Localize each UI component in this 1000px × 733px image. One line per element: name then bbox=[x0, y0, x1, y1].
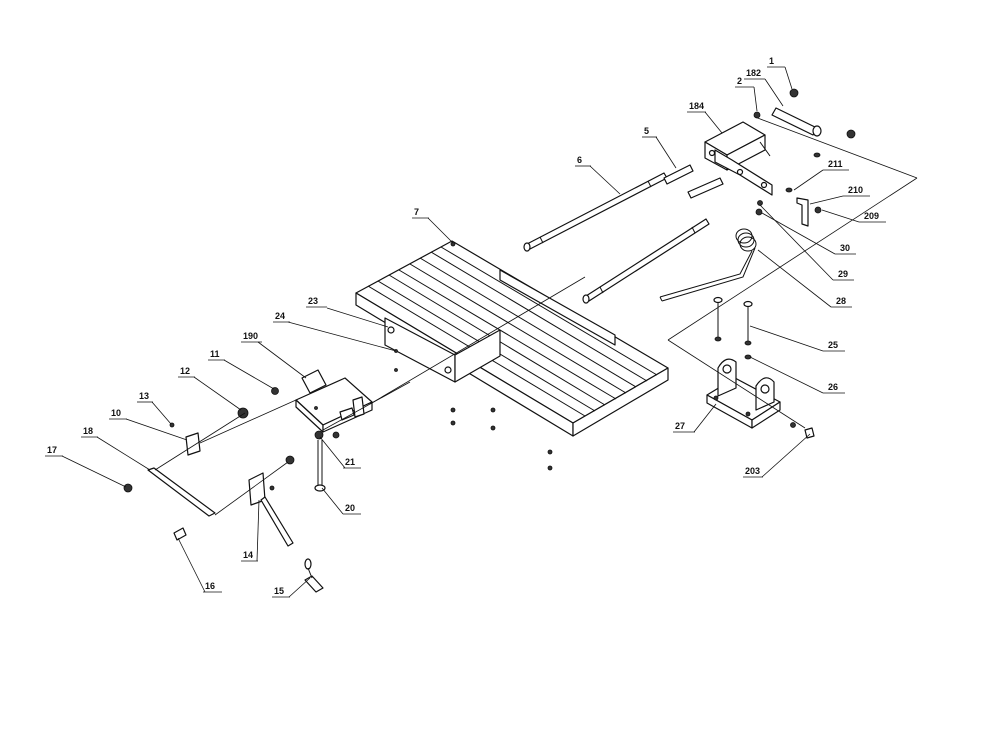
svg-text:10: 10 bbox=[111, 408, 121, 418]
callout-labels: 1 182 2 184 5 6 211 210 209 7 30 29 28 2… bbox=[45, 56, 886, 598]
rear-bracket bbox=[663, 88, 856, 227]
callout-211: 211 bbox=[823, 159, 849, 171]
callout-12: 12 bbox=[178, 366, 195, 378]
callout-18: 18 bbox=[81, 426, 98, 438]
callout-182: 182 bbox=[744, 68, 765, 80]
callout-24: 24 bbox=[273, 311, 290, 323]
callout-21: 21 bbox=[343, 457, 361, 469]
callout-26: 26 bbox=[823, 382, 845, 394]
callout-17: 17 bbox=[45, 445, 63, 457]
svg-text:184: 184 bbox=[689, 101, 704, 111]
small-hardware bbox=[123, 349, 553, 493]
callout-190: 190 bbox=[241, 331, 262, 343]
svg-text:210: 210 bbox=[848, 185, 863, 195]
svg-text:5: 5 bbox=[644, 126, 649, 136]
svg-text:24: 24 bbox=[275, 311, 285, 321]
callout-203: 203 bbox=[743, 466, 763, 478]
leader-lines bbox=[61, 66, 918, 598]
svg-text:13: 13 bbox=[139, 391, 149, 401]
svg-text:182: 182 bbox=[746, 68, 761, 78]
linkage-parts bbox=[147, 432, 324, 593]
callout-29: 29 bbox=[833, 269, 854, 281]
svg-text:17: 17 bbox=[47, 445, 57, 455]
callout-14: 14 bbox=[241, 550, 258, 562]
callout-184: 184 bbox=[687, 101, 706, 113]
svg-text:11: 11 bbox=[210, 349, 220, 359]
svg-text:7: 7 bbox=[414, 207, 419, 217]
svg-text:28: 28 bbox=[836, 296, 846, 306]
svg-text:29: 29 bbox=[838, 269, 848, 279]
callout-1: 1 bbox=[767, 56, 785, 68]
svg-text:21: 21 bbox=[345, 457, 355, 467]
table-assembly bbox=[355, 240, 669, 437]
svg-text:209: 209 bbox=[864, 211, 879, 221]
svg-text:16: 16 bbox=[205, 581, 215, 591]
callout-6: 6 bbox=[575, 155, 591, 167]
fence-bracket bbox=[295, 369, 373, 433]
callout-16: 16 bbox=[203, 581, 222, 593]
svg-text:12: 12 bbox=[180, 366, 190, 376]
callout-20: 20 bbox=[343, 503, 361, 515]
guide-rods bbox=[523, 172, 710, 304]
callout-5: 5 bbox=[642, 126, 657, 138]
callout-10: 10 bbox=[109, 408, 127, 420]
callout-27: 27 bbox=[673, 421, 695, 433]
callout-23: 23 bbox=[306, 296, 327, 308]
svg-text:190: 190 bbox=[243, 331, 258, 341]
svg-text:25: 25 bbox=[828, 340, 838, 350]
svg-text:23: 23 bbox=[308, 296, 318, 306]
callout-210: 210 bbox=[843, 185, 870, 197]
spring bbox=[659, 228, 757, 302]
callout-15: 15 bbox=[272, 586, 290, 598]
svg-text:14: 14 bbox=[243, 550, 253, 560]
svg-text:18: 18 bbox=[83, 426, 93, 436]
svg-text:211: 211 bbox=[828, 159, 843, 169]
svg-text:2: 2 bbox=[737, 76, 742, 86]
callout-13: 13 bbox=[137, 391, 153, 403]
svg-text:15: 15 bbox=[274, 586, 284, 596]
svg-text:27: 27 bbox=[675, 421, 685, 431]
svg-text:20: 20 bbox=[345, 503, 355, 513]
callout-209: 209 bbox=[859, 211, 886, 223]
callout-30: 30 bbox=[835, 243, 856, 255]
svg-text:1: 1 bbox=[769, 56, 774, 66]
svg-text:30: 30 bbox=[840, 243, 850, 253]
callout-11: 11 bbox=[208, 349, 225, 361]
callout-7: 7 bbox=[412, 207, 429, 219]
callout-25: 25 bbox=[823, 340, 845, 352]
base-block bbox=[706, 296, 815, 439]
callout-2: 2 bbox=[735, 76, 754, 88]
svg-text:203: 203 bbox=[745, 466, 760, 476]
callout-28: 28 bbox=[831, 296, 852, 308]
svg-text:6: 6 bbox=[577, 155, 582, 165]
svg-text:26: 26 bbox=[828, 382, 838, 392]
